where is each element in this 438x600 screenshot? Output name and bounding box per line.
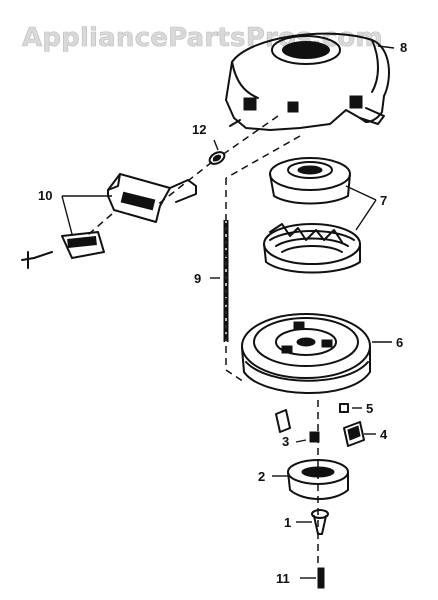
callout-3: 3 (282, 434, 289, 449)
callout-1: 1 (284, 515, 291, 530)
part-pawls (275, 403, 365, 447)
part-pulley (241, 313, 371, 394)
callout-11: 11 (276, 571, 290, 586)
callout-2: 2 (258, 469, 265, 484)
callout-4: 4 (380, 427, 388, 442)
part-pin (317, 567, 325, 589)
assembly-lines (81, 115, 319, 566)
callout-7: 7 (380, 193, 387, 208)
callout-leaders (61, 45, 395, 579)
callout-5: 5 (366, 401, 373, 416)
callout-6: 6 (396, 335, 403, 350)
part-screw (311, 509, 329, 535)
callout-12: 12 (192, 122, 206, 137)
part-spring-assembly (263, 157, 361, 274)
callout-9: 9 (194, 271, 201, 286)
callout-8: 8 (400, 40, 407, 55)
part-handle (21, 173, 197, 269)
part-housing (225, 32, 390, 131)
callout-10: 10 (38, 188, 52, 203)
